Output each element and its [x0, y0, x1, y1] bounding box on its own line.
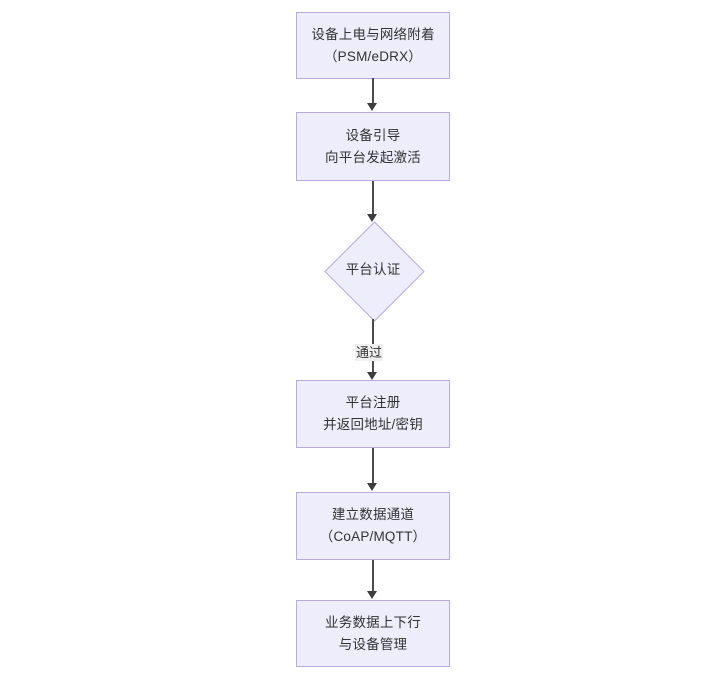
- node-platform-register-line1: 平台注册: [345, 395, 401, 410]
- arrowhead-platform-register: [367, 372, 377, 380]
- node-platform-register[interactable]: 平台注册 并返回地址/密钥: [296, 380, 450, 448]
- edge-power-on-to-bootstrap: [372, 78, 374, 104]
- node-service-data[interactable]: 业务数据上下行 与设备管理: [296, 600, 450, 667]
- node-data-channel[interactable]: 建立数据通道 （CoAP/MQTT）: [296, 492, 450, 560]
- node-bootstrap[interactable]: 设备引导 向平台发起激活: [296, 112, 450, 181]
- node-data-channel-line2: （CoAP/MQTT）: [319, 529, 427, 544]
- node-service-data-line1: 业务数据上下行: [325, 614, 421, 630]
- edge-label-pass: 通过: [355, 344, 384, 361]
- arrowhead-bootstrap: [367, 103, 377, 111]
- edge-data-channel-to-service-data: [372, 560, 374, 592]
- node-power-on[interactable]: 设备上电与网络附着 （PSM/eDRX）: [296, 12, 450, 79]
- node-data-channel-line1: 建立数据通道: [331, 507, 415, 522]
- arrowhead-data-channel: [367, 483, 377, 491]
- node-power-on-line2: （PSM/eDRX）: [323, 48, 423, 64]
- node-service-data-line2: 与设备管理: [338, 636, 408, 652]
- node-platform-auth[interactable]: 平台认证: [317, 220, 429, 322]
- node-platform-auth-label: 平台认证: [345, 262, 401, 277]
- node-power-on-line1: 设备上电与网络附着: [311, 26, 435, 42]
- arrowhead-service-data: [367, 591, 377, 599]
- edge-register-to-data-channel: [372, 448, 374, 484]
- edge-bootstrap-to-platform-auth: [372, 181, 374, 215]
- node-bootstrap-line1: 设备引导: [345, 127, 401, 143]
- arrowhead-platform-auth: [367, 214, 377, 222]
- node-bootstrap-line2: 向平台发起激活: [325, 149, 421, 165]
- node-platform-register-line2: 并返回地址/密钥: [323, 417, 423, 432]
